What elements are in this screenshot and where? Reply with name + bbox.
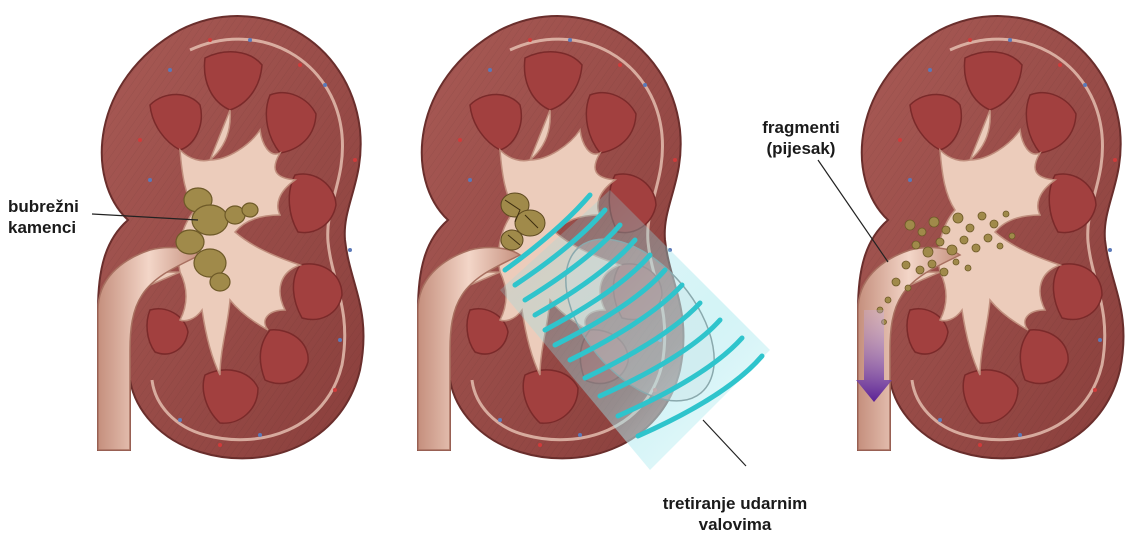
label-fragments-line2: (pijesak) (748, 138, 854, 159)
kidney-with-stones (98, 16, 364, 458)
label-shockwave-line1: tretiranje udarnim (630, 493, 840, 514)
label-kidney-stones-line1: bubrežni (8, 196, 79, 217)
kidney-fragments (856, 16, 1124, 458)
label-kidney-stones: bubrežni kamenci (8, 196, 79, 238)
label-fragments-line1: fragmenti (748, 117, 854, 138)
label-kidney-stones-line2: kamenci (8, 217, 79, 238)
label-shockwave-treatment: tretiranje udarnim valovima (630, 493, 840, 535)
label-shockwave-line2: valovima (630, 514, 840, 535)
label-fragments: fragmenti (pijesak) (748, 117, 854, 159)
